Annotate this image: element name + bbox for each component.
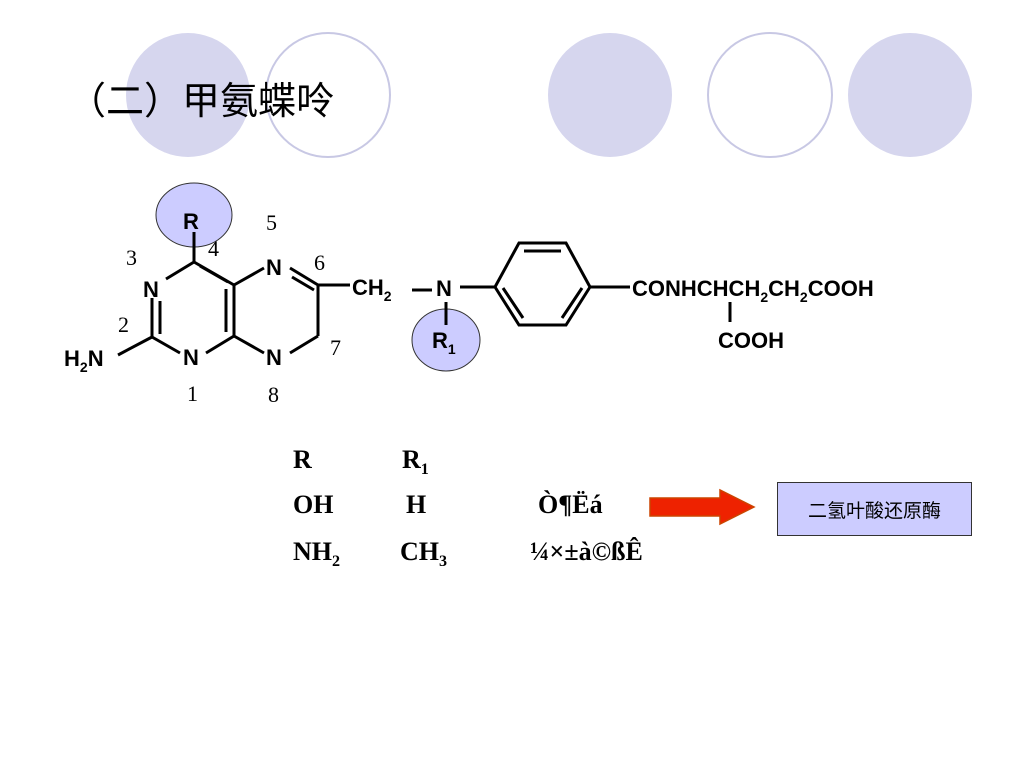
ring-number-4: 4 — [208, 236, 219, 261]
row-2-r: NH2 — [293, 537, 341, 571]
ring-numbers: 1 2 3 4 5 6 7 8 — [118, 210, 341, 407]
deco-circle-outline — [265, 32, 391, 158]
row-1-r: OH — [293, 490, 334, 519]
ring-number-5: 5 — [266, 210, 277, 235]
row-2-name: ¼×±à©ßÊ — [530, 537, 643, 566]
amino-group: H2N — [64, 346, 104, 375]
deco-circle-outline — [707, 32, 833, 158]
r1-atom: R1 — [432, 328, 456, 357]
bonds — [117, 232, 732, 357]
r-atom: R — [183, 209, 199, 234]
ring-number-1: 1 — [187, 381, 198, 406]
n5-atom: N — [266, 255, 282, 280]
table-header-r: R — [293, 445, 312, 474]
row-2-r1: CH3 — [400, 537, 448, 571]
ring-number-7: 7 — [330, 335, 341, 360]
ring-number-2: 2 — [118, 312, 129, 337]
methylene-group: CH2 — [352, 275, 392, 304]
alpha-carboxyl: COOH — [718, 328, 784, 353]
slide-title: （二）甲氨蝶呤 — [68, 79, 335, 123]
ring-number-8: 8 — [268, 382, 279, 407]
right-arrow-icon — [649, 488, 756, 526]
n8-atom: N — [266, 345, 282, 370]
ring-number-3: 3 — [126, 245, 137, 270]
row-1-r1: H — [406, 490, 427, 519]
n10-atom: N — [436, 276, 452, 301]
deco-circle-filled — [548, 33, 672, 157]
n1-atom: N — [183, 345, 199, 370]
n3-atom: N — [143, 277, 159, 302]
row-1-name: Ò¶Ëá — [538, 490, 603, 519]
ring-number-6: 6 — [314, 250, 325, 275]
glutamate-side-chain: CONHCHCH2CH2COOH — [632, 276, 874, 305]
deco-circle-filled — [126, 33, 250, 157]
enzyme-label-box: 二氢叶酸还原酶 — [777, 482, 972, 536]
atom-labels: R N N N N H2N CH2 N R1 CONHCHCH2CH2COOH … — [64, 209, 874, 375]
deco-circle-filled — [848, 33, 972, 157]
table-header-r1: R1 — [402, 445, 429, 479]
